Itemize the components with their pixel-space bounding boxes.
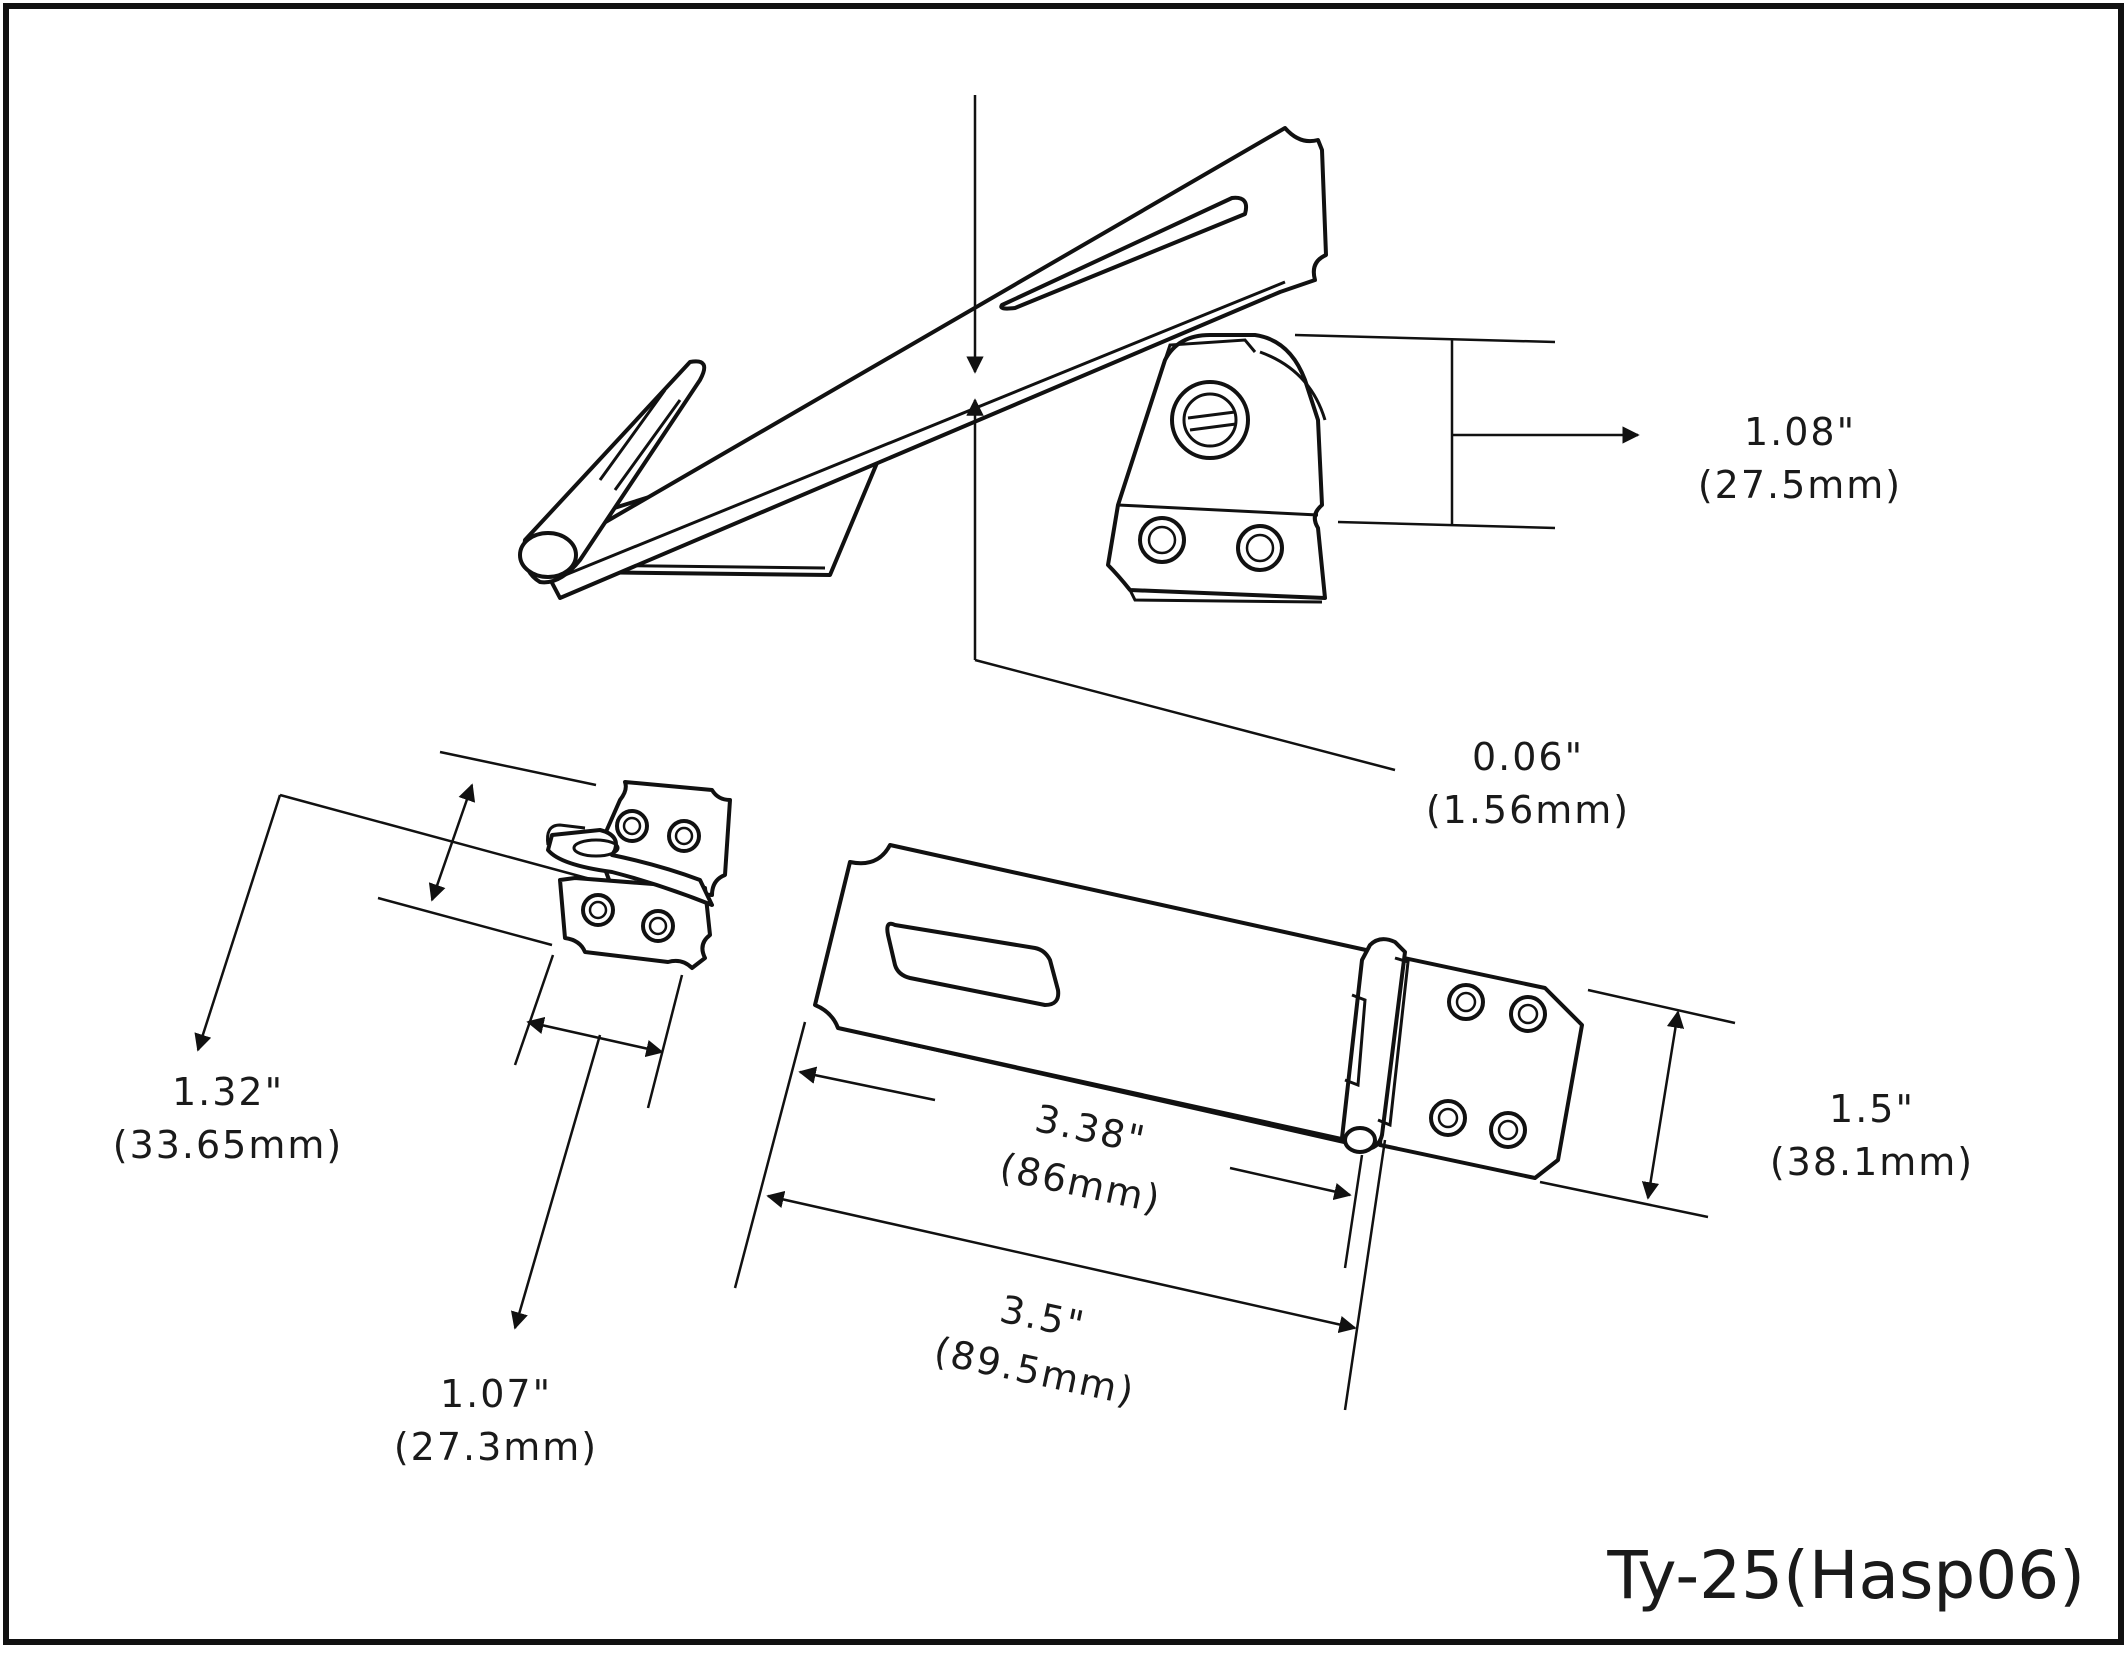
swivel-width-inch: 1.07": [440, 1372, 552, 1416]
dimension-thickness: 0.06" (1.56mm): [966, 95, 1630, 832]
staple-body: [1106, 333, 1327, 600]
staple-view: [1106, 333, 1327, 604]
thickness-mm: (1.56mm): [1426, 788, 1630, 832]
dimension-hasp-width: 1.5" (38.1mm): [1539, 988, 1974, 1219]
dimension-swivel-width: 1.07" (27.3mm): [394, 954, 684, 1469]
dimension-staple-height: 1.08" (27.5mm): [1294, 333, 1902, 530]
hasp-width-mm: (38.1mm): [1770, 1140, 1974, 1184]
hasp-open-view: [518, 126, 1328, 600]
staple-height-inch: 1.08": [1744, 410, 1856, 454]
swivel-height-mm: (33.65mm): [113, 1123, 343, 1167]
hasp-slot-closed: [885, 921, 1061, 1007]
swivel-width-mm: (27.3mm): [394, 1425, 598, 1469]
drawing-frame: [3, 3, 2124, 1645]
swivel-height-inch: 1.32": [172, 1070, 284, 1114]
staple-height-mm: (27.5mm): [1698, 463, 1902, 507]
staple-screw-hole-right: [1236, 524, 1284, 572]
swivel-staple-view: [546, 780, 732, 970]
hasp-fixed-leaf: [1378, 953, 1584, 1180]
hasp-pin-end: [518, 531, 578, 579]
hasp-width-inch: 1.5": [1829, 1087, 1915, 1131]
hasp-overall-length-mm: (89.5mm): [930, 1329, 1139, 1415]
staple-screw-hole-left: [1138, 516, 1186, 564]
hasp-overall-length-inch: 3.5": [996, 1287, 1089, 1348]
thickness-inch: 0.06": [1472, 735, 1584, 779]
dimension-swivel-height: 1.32" (33.65mm): [113, 750, 597, 1167]
hasp-closed-view: [813, 843, 1584, 1180]
hasp-main-plate: [813, 843, 1377, 1144]
model-label: Ty-25(Hasp06): [1606, 1537, 2085, 1614]
hasp-inner-length-inch: 3.38": [1031, 1096, 1150, 1162]
hasp-slot: [999, 195, 1249, 311]
